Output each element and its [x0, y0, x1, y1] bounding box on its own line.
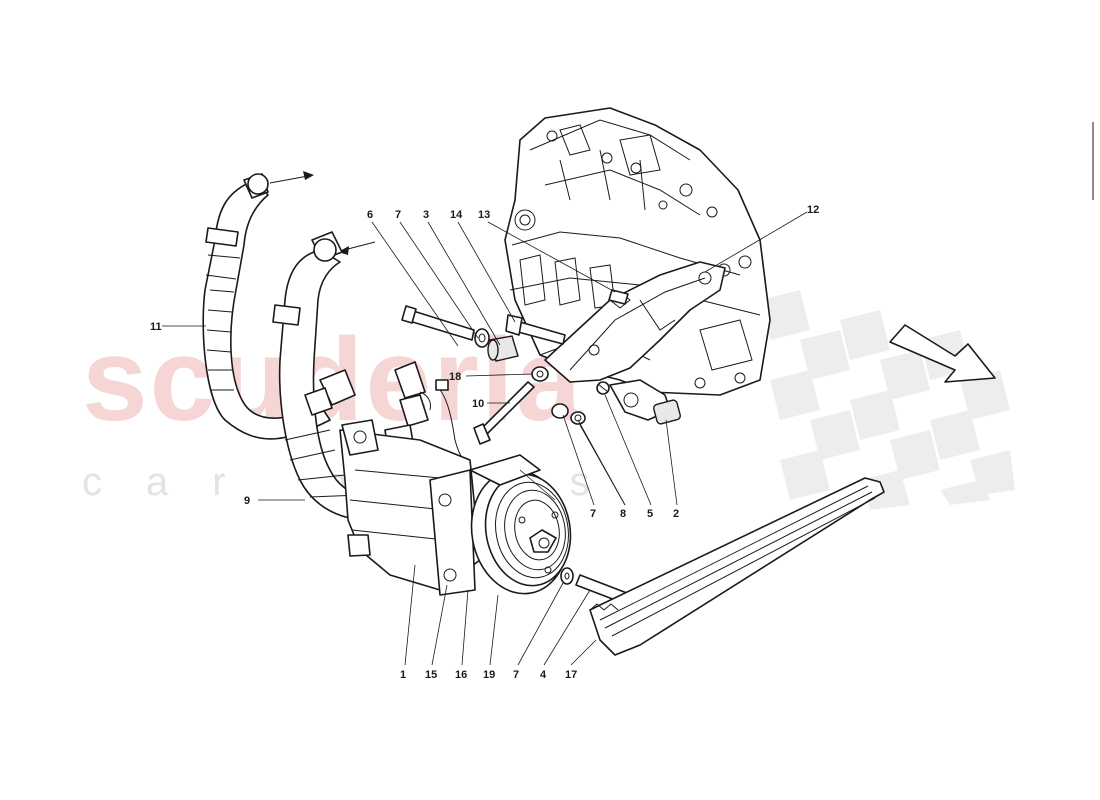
hose-fitting-upper: [304, 369, 356, 416]
bolt-5: [596, 381, 610, 395]
callout-15: 15: [425, 669, 437, 681]
callout-7-upper: 7: [395, 209, 401, 221]
callout-7-lower: 7: [513, 669, 519, 681]
callout-labels: 1 15 16 19 7 4 17 9 11 6 7 3 14 13 12 18…: [150, 204, 819, 681]
leader-lines: [162, 211, 808, 666]
bolt-6: [401, 305, 475, 341]
vehicle-front-arrow-icon: [889, 324, 996, 383]
callout-4: 4: [540, 669, 547, 681]
callout-12: 12: [807, 204, 819, 216]
bushing-2: [653, 399, 681, 425]
callout-3: 3: [423, 209, 429, 221]
washer-7-lower: [560, 567, 574, 585]
callout-16: 16: [455, 669, 467, 681]
hose-9: [272, 231, 421, 521]
callout-1: 1: [400, 669, 406, 681]
callout-13: 13: [478, 209, 490, 221]
spacer-3: [487, 335, 519, 362]
engine-block: [504, 107, 771, 396]
hose-11: [202, 173, 331, 440]
callout-11: 11: [150, 321, 162, 333]
callout-9: 9: [244, 495, 250, 507]
callout-10: 10: [472, 398, 484, 410]
washers-7-8: [551, 403, 586, 425]
ac-compressor: [339, 419, 481, 596]
washer-18: [531, 366, 549, 382]
flow-arrow-lower: [338, 241, 376, 255]
bolt-14: [505, 314, 566, 345]
callout-2: 2: [673, 508, 679, 520]
bolt-10: [473, 381, 535, 445]
bolt-13: [608, 289, 629, 305]
callout-14: 14: [450, 209, 463, 221]
callout-18: 18: [449, 371, 461, 383]
callout-5: 5: [647, 508, 653, 520]
callout-8: 8: [620, 508, 626, 520]
callout-7-right: 7: [590, 508, 596, 520]
callout-6: 6: [367, 209, 373, 221]
drive-belt: [589, 477, 885, 656]
flow-arrow-upper: [269, 171, 314, 184]
checkered-flag-watermark: [760, 290, 1015, 510]
washer-7-upper: [474, 328, 490, 348]
callout-17: 17: [565, 669, 577, 681]
compressor-pulley: [469, 454, 572, 595]
callout-19: 19: [483, 669, 495, 681]
